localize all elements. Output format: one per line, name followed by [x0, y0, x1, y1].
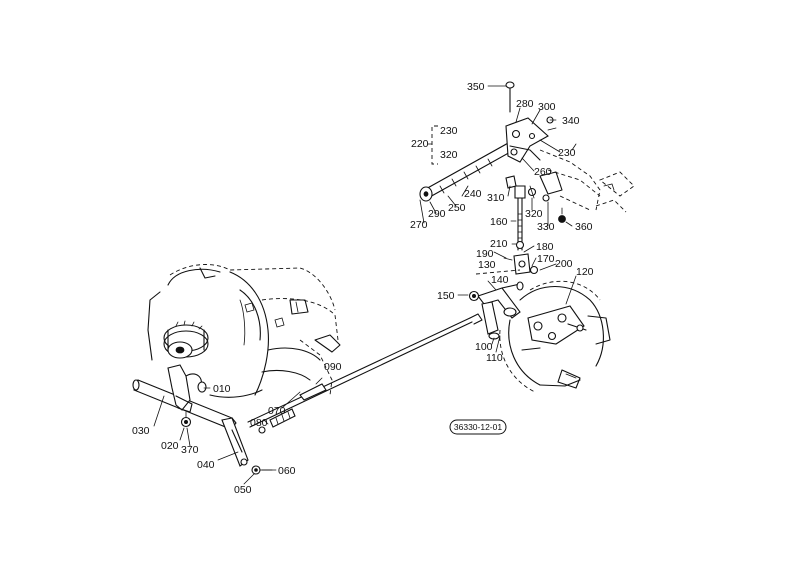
- shift-rod-090-drawing: [247, 313, 483, 434]
- bolt-020-drawing: [180, 411, 192, 428]
- part-label-290: 290: [428, 208, 446, 220]
- part-label-120: 120: [576, 266, 594, 278]
- clevis-190-drawing: [503, 253, 539, 275]
- shift-fork-010-drawing: [167, 364, 207, 413]
- part-label-050: 050: [234, 484, 252, 496]
- bearing-assembly-drawing: [163, 320, 209, 359]
- part-label-270: 270: [410, 219, 428, 231]
- part-label-190: 190: [476, 248, 494, 260]
- part-label-280: 280: [516, 98, 534, 110]
- part-label-140: 140: [491, 274, 509, 286]
- part-label-210: 210: [490, 238, 508, 250]
- part-label-300: 300: [538, 101, 556, 113]
- part-label-130: 130: [478, 259, 496, 271]
- part-label-260: 260: [534, 166, 552, 178]
- part-label-250: 250: [448, 202, 466, 214]
- part-label-020: 020: [161, 440, 179, 452]
- part-label-230-a: 230: [440, 125, 458, 137]
- part-label-350: 350: [467, 81, 485, 93]
- callout-220-brace: [427, 125, 438, 165]
- part-label-320-b: 320: [525, 208, 543, 220]
- bolt-350-drawing: [505, 81, 515, 113]
- upper-bracket-260-drawing: [505, 117, 557, 163]
- small-parts-310-360-drawing: [505, 175, 566, 223]
- rod-160-drawing: [514, 185, 526, 251]
- part-label-040: 040: [197, 459, 215, 471]
- part-label-370: 370: [181, 444, 199, 456]
- leader-lines: [153, 85, 577, 485]
- part-label-220: 220: [411, 138, 429, 150]
- lever-140-drawing: [477, 281, 524, 340]
- front-housing-drawing: [499, 280, 611, 393]
- part-label-100: 100: [475, 341, 493, 353]
- part-label-170: 170: [537, 253, 555, 265]
- part-label-080: 080: [250, 417, 268, 429]
- part-label-330: 330: [537, 221, 555, 233]
- part-label-320-a: 320: [440, 149, 458, 161]
- part-label-180: 180: [536, 241, 554, 253]
- part-label-090: 090: [324, 361, 342, 373]
- part-label-060: 060: [278, 465, 296, 477]
- part-label-200: 200: [555, 258, 573, 270]
- part-label-010: 010: [213, 383, 231, 395]
- part-number-labels: 010 020 030 040 050 060 070 080 090 100 …: [132, 81, 594, 496]
- part-label-340: 340: [562, 115, 580, 127]
- part-label-240: 240: [464, 188, 482, 200]
- reference-code-badge: 36330-12-01: [449, 419, 507, 435]
- part-label-360: 360: [575, 221, 593, 233]
- part-label-070: 070: [268, 405, 286, 417]
- reference-code: 36330-12-01: [454, 422, 502, 432]
- callout-130-line: [475, 269, 521, 275]
- part-label-150: 150: [437, 290, 455, 302]
- shift-arm-040-drawing: [221, 417, 249, 467]
- bracket-120-drawing: [527, 305, 587, 345]
- part-label-230-b: 230: [558, 147, 576, 159]
- transmission-housing-drawing: [147, 264, 341, 398]
- part-label-310: 310: [487, 192, 505, 204]
- upper-housing-230-drawing: [539, 149, 635, 213]
- part-label-110: 110: [486, 352, 503, 364]
- nut-150-drawing: [468, 290, 480, 302]
- part-label-160: 160: [490, 216, 508, 228]
- part-label-030: 030: [132, 425, 150, 437]
- control-rod-240-drawing: [419, 141, 515, 202]
